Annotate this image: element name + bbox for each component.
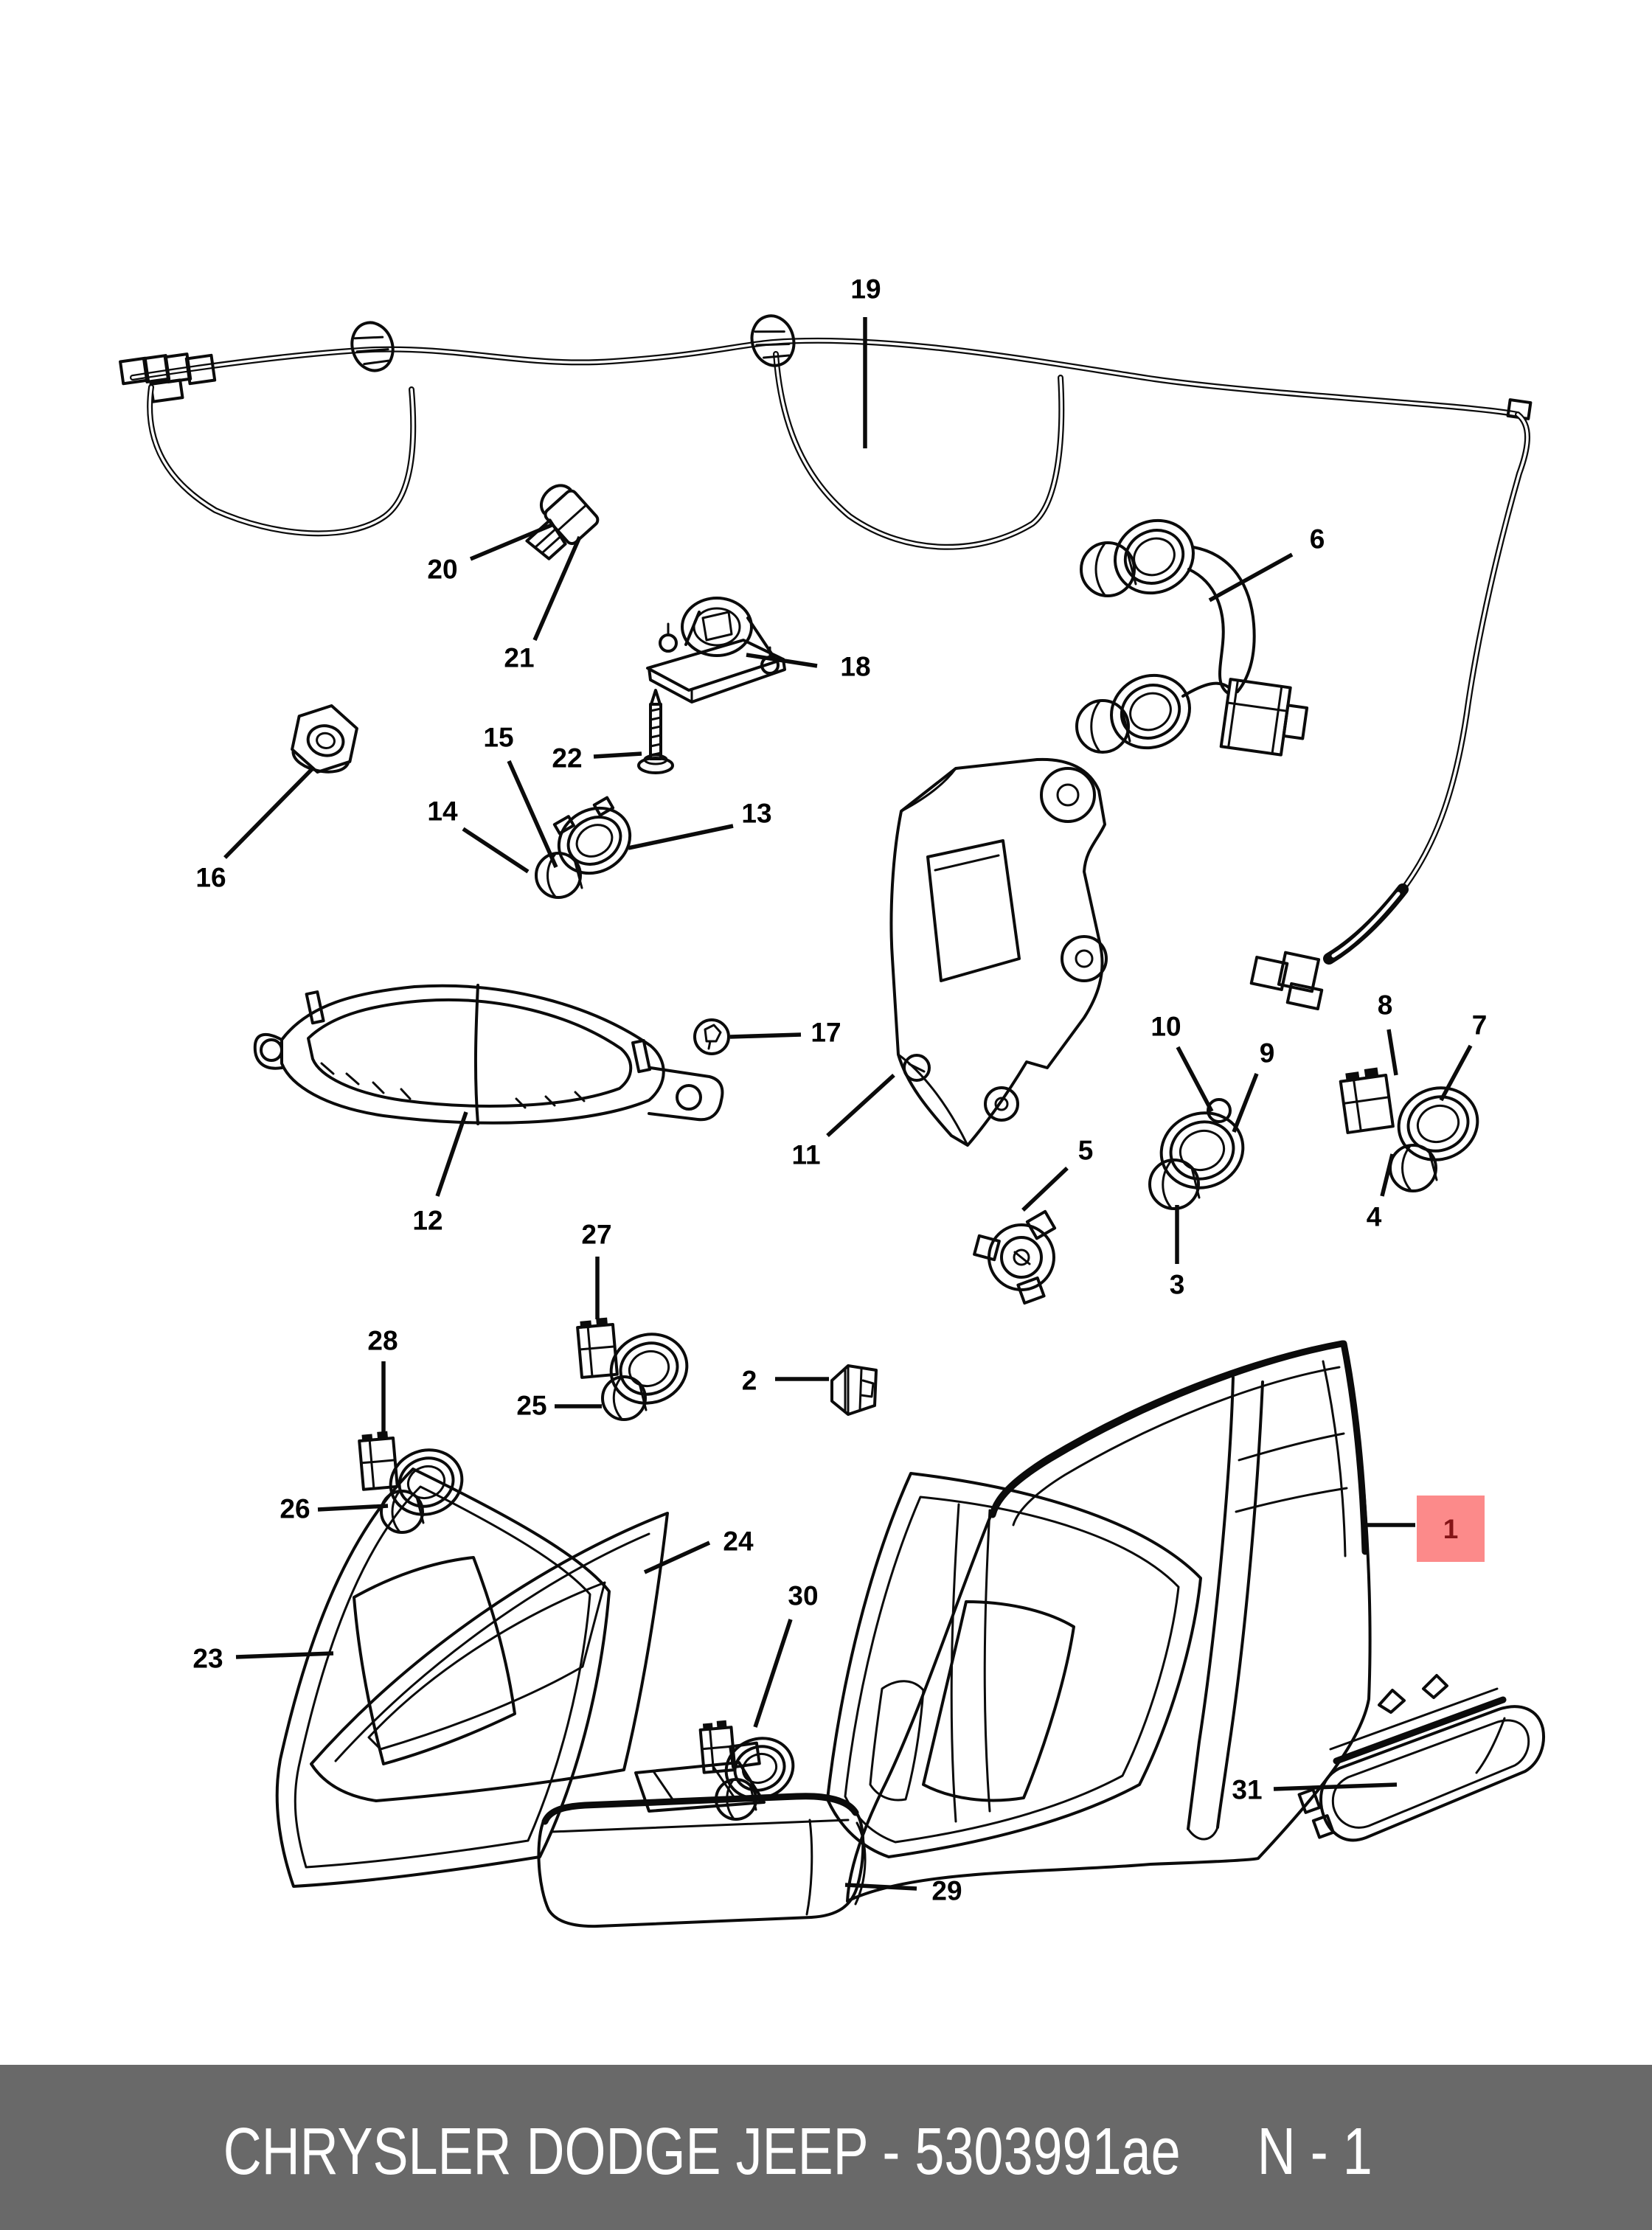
callout-8[interactable]: 8 bbox=[1377, 990, 1393, 1021]
callout-6[interactable]: 6 bbox=[1309, 524, 1325, 555]
callout-19[interactable]: 19 bbox=[850, 274, 881, 305]
part-11-bracket-drawing bbox=[889, 757, 1108, 1147]
callout-18[interactable]: 18 bbox=[840, 651, 871, 682]
footer-catalog-title: CHRYSLER DODGE JEEP - 5303991ae bbox=[223, 2114, 1181, 2189]
leader-line-4 bbox=[1380, 1153, 1395, 1197]
callout-15[interactable]: 15 bbox=[483, 722, 514, 753]
callout-2[interactable]: 2 bbox=[741, 1365, 757, 1396]
part-20-21-bulb-socket-drawing bbox=[525, 484, 600, 560]
footer-bar: CHRYSLER DODGE JEEP - 5303991ae N - 1 bbox=[0, 2065, 1652, 2230]
part-18-license-lamp-drawing bbox=[646, 597, 786, 704]
callout-11[interactable]: 11 bbox=[791, 1139, 821, 1170]
part-29-lamp-drawing bbox=[537, 1741, 867, 1928]
leader-line-10 bbox=[1176, 1046, 1214, 1113]
outer-lamp-lens-drawing bbox=[826, 1472, 1202, 1858]
leader-line-22 bbox=[593, 751, 642, 759]
callout-24[interactable]: 24 bbox=[723, 1526, 754, 1557]
part-24-lens-drawing bbox=[310, 1512, 669, 1802]
callout-30[interactable]: 30 bbox=[788, 1580, 819, 1611]
leader-line-17 bbox=[729, 1032, 802, 1039]
callout-leader-lines bbox=[223, 317, 1473, 1891]
callout-4[interactable]: 4 bbox=[1366, 1201, 1382, 1232]
part-3-9-10-bulb-socket-drawing bbox=[1148, 1098, 1245, 1210]
callout-16[interactable]: 16 bbox=[195, 862, 226, 893]
leader-line-11 bbox=[826, 1073, 895, 1138]
part-26-28-bulb-socket-drawing bbox=[358, 1431, 464, 1534]
leader-line-29 bbox=[844, 1883, 917, 1891]
leader-line-21 bbox=[532, 535, 582, 642]
callout-20[interactable]: 20 bbox=[427, 554, 458, 585]
part-16-nut-drawing bbox=[291, 704, 358, 774]
part-6-socket-harness-drawing bbox=[1075, 518, 1309, 757]
part-23-housing-drawing bbox=[275, 1467, 611, 1888]
callout-26[interactable]: 26 bbox=[280, 1493, 310, 1524]
footer-page-ref: N - 1 bbox=[1257, 2114, 1372, 2189]
leader-line-6 bbox=[1208, 552, 1294, 602]
leader-line-31 bbox=[1273, 1782, 1398, 1791]
callout-1[interactable]: 1 bbox=[1417, 1496, 1485, 1562]
part-2-clip-drawing bbox=[830, 1364, 878, 1416]
part-4-7-8-bulb-socket-drawing bbox=[1339, 1067, 1479, 1192]
leader-line-30 bbox=[753, 1619, 793, 1728]
callout-12[interactable]: 12 bbox=[412, 1205, 443, 1236]
callout-5[interactable]: 5 bbox=[1077, 1135, 1094, 1166]
leader-line-23 bbox=[235, 1651, 334, 1659]
leader-line-13 bbox=[628, 824, 734, 850]
part-13-14-15-bulb-socket-drawing bbox=[535, 796, 632, 899]
leader-line-16 bbox=[223, 767, 314, 859]
leader-line-7 bbox=[1439, 1044, 1473, 1102]
callout-23[interactable]: 23 bbox=[192, 1643, 223, 1674]
callout-7[interactable]: 7 bbox=[1471, 1010, 1488, 1041]
leader-line-5 bbox=[1021, 1167, 1069, 1212]
callout-10[interactable]: 10 bbox=[1150, 1011, 1181, 1042]
part-5-socket-cap-drawing bbox=[973, 1209, 1057, 1305]
part-22-screw-drawing bbox=[637, 689, 674, 774]
leader-line-9 bbox=[1232, 1072, 1259, 1133]
part-31-backup-lamp-drawing bbox=[1297, 1674, 1545, 1842]
callout-9[interactable]: 9 bbox=[1259, 1038, 1275, 1069]
leader-line-18 bbox=[746, 653, 818, 668]
part-1-tail-lamp-assembly-drawing bbox=[846, 1340, 1372, 1903]
callout-22[interactable]: 22 bbox=[552, 743, 583, 774]
callout-17[interactable]: 17 bbox=[811, 1017, 841, 1048]
leader-line-14 bbox=[462, 827, 530, 874]
callout-29[interactable]: 29 bbox=[931, 1875, 962, 1906]
leader-line-8 bbox=[1386, 1029, 1398, 1076]
callout-3[interactable]: 3 bbox=[1169, 1269, 1185, 1300]
callout-27[interactable]: 27 bbox=[581, 1219, 612, 1250]
callout-31[interactable]: 31 bbox=[1232, 1774, 1263, 1805]
leader-line-20 bbox=[469, 523, 553, 561]
leader-line-12 bbox=[435, 1111, 468, 1197]
footer-text-row: CHRYSLER DODGE JEEP - 5303991ae N - 1 bbox=[223, 2114, 1372, 2190]
leader-line-24 bbox=[643, 1540, 711, 1574]
callout-21[interactable]: 21 bbox=[504, 642, 535, 673]
callout-14[interactable]: 14 bbox=[427, 796, 458, 827]
part-12-chmsl-drawing bbox=[253, 984, 724, 1125]
leader-line-26 bbox=[317, 1504, 389, 1512]
part-19-wiring-harness-drawing bbox=[119, 314, 1533, 1011]
part-17-grommet-drawing bbox=[693, 1018, 730, 1055]
callout-13[interactable]: 13 bbox=[741, 798, 772, 829]
leader-line-15 bbox=[507, 760, 558, 869]
callout-25[interactable]: 25 bbox=[516, 1390, 547, 1421]
callout-28[interactable]: 28 bbox=[367, 1325, 398, 1356]
part-25-27-bulb-socket-drawing bbox=[576, 1317, 689, 1421]
